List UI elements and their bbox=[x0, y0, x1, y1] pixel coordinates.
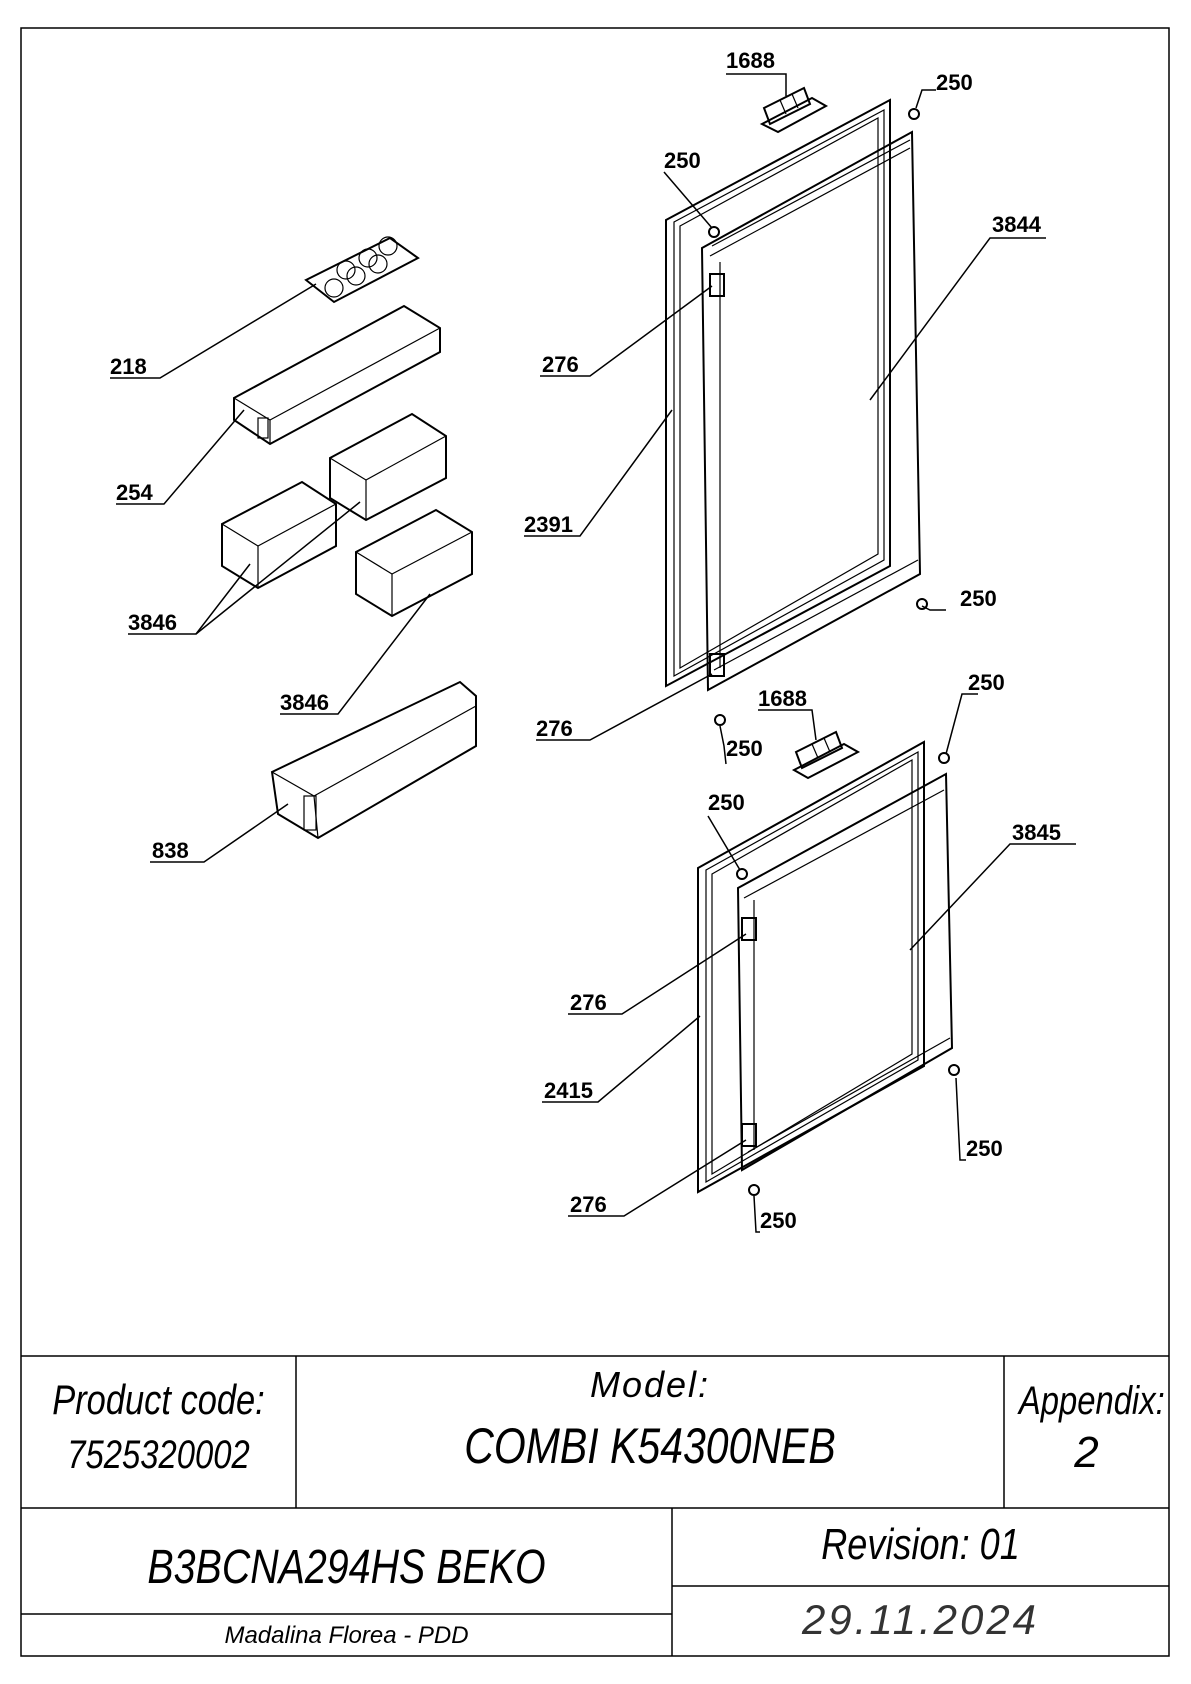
nut-250-f bbox=[736, 868, 748, 880]
hinge-cover-1688-mid bbox=[791, 730, 861, 780]
callout-3844: 3844 bbox=[992, 212, 1042, 237]
hinge-276-d bbox=[741, 1123, 757, 1147]
door-panel-3844 bbox=[700, 130, 922, 692]
callout-254: 254 bbox=[116, 480, 153, 505]
callout-1688-top: 1688 bbox=[726, 48, 775, 73]
leader-lines bbox=[110, 73, 1076, 1233]
appendix-label: Appendix: bbox=[1018, 1379, 1165, 1423]
nut-250-d bbox=[714, 714, 726, 726]
revision: Revision: 01 bbox=[821, 1520, 1020, 1569]
callout-3846-b: 3846 bbox=[280, 690, 329, 715]
product-code-label: Product code: bbox=[52, 1376, 265, 1423]
model-label: Model: bbox=[589, 1364, 711, 1405]
model-name: COMBI K54300NEB bbox=[464, 1418, 836, 1474]
nut-250-h bbox=[748, 1184, 760, 1196]
balcony-254 bbox=[233, 304, 441, 446]
callout-838: 838 bbox=[152, 838, 189, 863]
balcony-3846-b bbox=[329, 412, 447, 522]
title-block-grid bbox=[21, 1355, 1169, 1656]
author: Madalina Florea - PDD bbox=[224, 1622, 469, 1649]
callout-3845: 3845 bbox=[1012, 820, 1061, 845]
callout-276-c: 276 bbox=[570, 990, 607, 1015]
product-code: 7525320002 bbox=[67, 1433, 250, 1477]
gasket-2415 bbox=[697, 740, 925, 1194]
product-name: B3BCNA294HS BEKO bbox=[147, 1541, 546, 1594]
callout-250-h: 250 bbox=[760, 1208, 797, 1233]
nut-250-e bbox=[938, 752, 950, 764]
callout-3846-a: 3846 bbox=[128, 610, 177, 635]
callout-2391: 2391 bbox=[524, 512, 573, 537]
callout-1688-mid: 1688 bbox=[758, 686, 807, 711]
callout-2415: 2415 bbox=[544, 1078, 593, 1103]
callout-250-d: 250 bbox=[968, 670, 1005, 695]
nut-250-c bbox=[916, 598, 928, 610]
callout-276-a: 276 bbox=[542, 352, 579, 377]
balcony-3846-c bbox=[355, 508, 473, 618]
callout-276-d: 276 bbox=[570, 1192, 607, 1217]
nut-250-g bbox=[948, 1064, 960, 1076]
nut-250-a bbox=[908, 108, 920, 120]
callout-250-f: 250 bbox=[708, 790, 745, 815]
bottle-balcony-838 bbox=[270, 680, 477, 840]
door-panel-3845 bbox=[736, 772, 954, 1172]
gasket-2391 bbox=[665, 98, 891, 688]
callout-250-e: 250 bbox=[726, 736, 763, 761]
sheet-border bbox=[20, 27, 1170, 1657]
egg-tray-218 bbox=[304, 236, 420, 304]
callout-labels: 1688 250 250 3844 218 276 254 2391 3846 … bbox=[110, 48, 1061, 1233]
date: 29.11.2024 bbox=[801, 1596, 1040, 1643]
hinge-276-lower bbox=[709, 653, 725, 677]
callout-250-c: 250 bbox=[960, 586, 997, 611]
hinge-276-c bbox=[741, 917, 757, 941]
nut-250-b bbox=[708, 226, 720, 238]
callout-250-a: 250 bbox=[936, 70, 973, 95]
callout-250-g: 250 bbox=[966, 1136, 1003, 1161]
appendix-number: 2 bbox=[1074, 1428, 1099, 1477]
callout-250-b: 250 bbox=[664, 148, 701, 173]
callout-218: 218 bbox=[110, 354, 147, 379]
callout-276-b: 276 bbox=[536, 716, 573, 741]
hinge-cover-1688-top bbox=[759, 86, 829, 134]
balcony-3846-a bbox=[221, 480, 337, 590]
lower-door-assembly bbox=[697, 730, 960, 1196]
hinge-276-upper bbox=[709, 273, 725, 297]
upper-door-assembly bbox=[665, 86, 928, 726]
